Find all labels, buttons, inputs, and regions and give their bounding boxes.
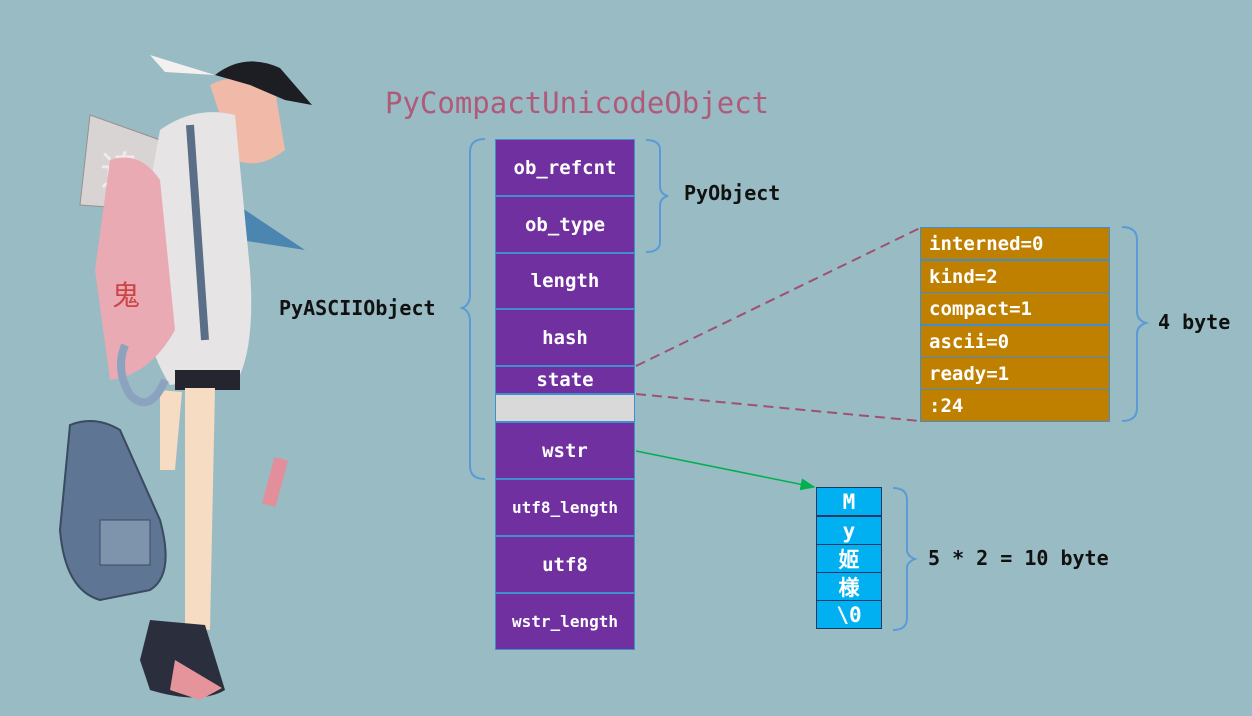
state-bit-padding: :24 — [920, 389, 1110, 422]
pyascii-label: PyASCIIObject — [279, 296, 436, 320]
wstr-size-label: 5 * 2 = 10 byte — [928, 546, 1109, 570]
state-expand-line-top — [635, 227, 921, 367]
field-wstr-length: wstr_length — [495, 593, 635, 650]
pyobject-label: PyObject — [684, 181, 781, 205]
field-hash: hash — [495, 309, 635, 366]
wstr-size-brace — [892, 487, 918, 631]
pyobject-brace — [645, 139, 669, 253]
state-bit-kind: kind=2 — [920, 260, 1110, 293]
field-length: length — [495, 253, 635, 309]
wstr-char-3: 様 — [816, 572, 882, 601]
pyascii-brace — [459, 138, 486, 480]
state-bit-interned: interned=0 — [920, 227, 1110, 260]
state-expand-line-bottom — [635, 393, 921, 422]
field-wstr: wstr — [495, 422, 635, 479]
wstr-pointer-arrow — [635, 450, 816, 491]
state-bit-ascii: ascii=0 — [920, 325, 1110, 358]
diagram-title: PyCompactUnicodeObject — [385, 86, 770, 120]
field-utf8-length: utf8_length — [495, 479, 635, 536]
state-size-label: 4 byte — [1158, 310, 1231, 334]
field-utf8: utf8 — [495, 536, 635, 593]
state-bit-ready: ready=1 — [920, 357, 1110, 390]
wstr-char-0: M — [816, 487, 882, 516]
field-padding — [495, 394, 635, 422]
state-size-brace — [1121, 226, 1150, 422]
svg-text:鬼: 鬼 — [112, 279, 140, 312]
field-ob-type: ob_type — [495, 196, 635, 253]
state-bit-compact: compact=1 — [920, 292, 1110, 325]
wstr-char-terminator: \0 — [816, 600, 882, 629]
field-state: state — [495, 366, 635, 394]
field-ob-refcnt: ob_refcnt — [495, 139, 635, 196]
